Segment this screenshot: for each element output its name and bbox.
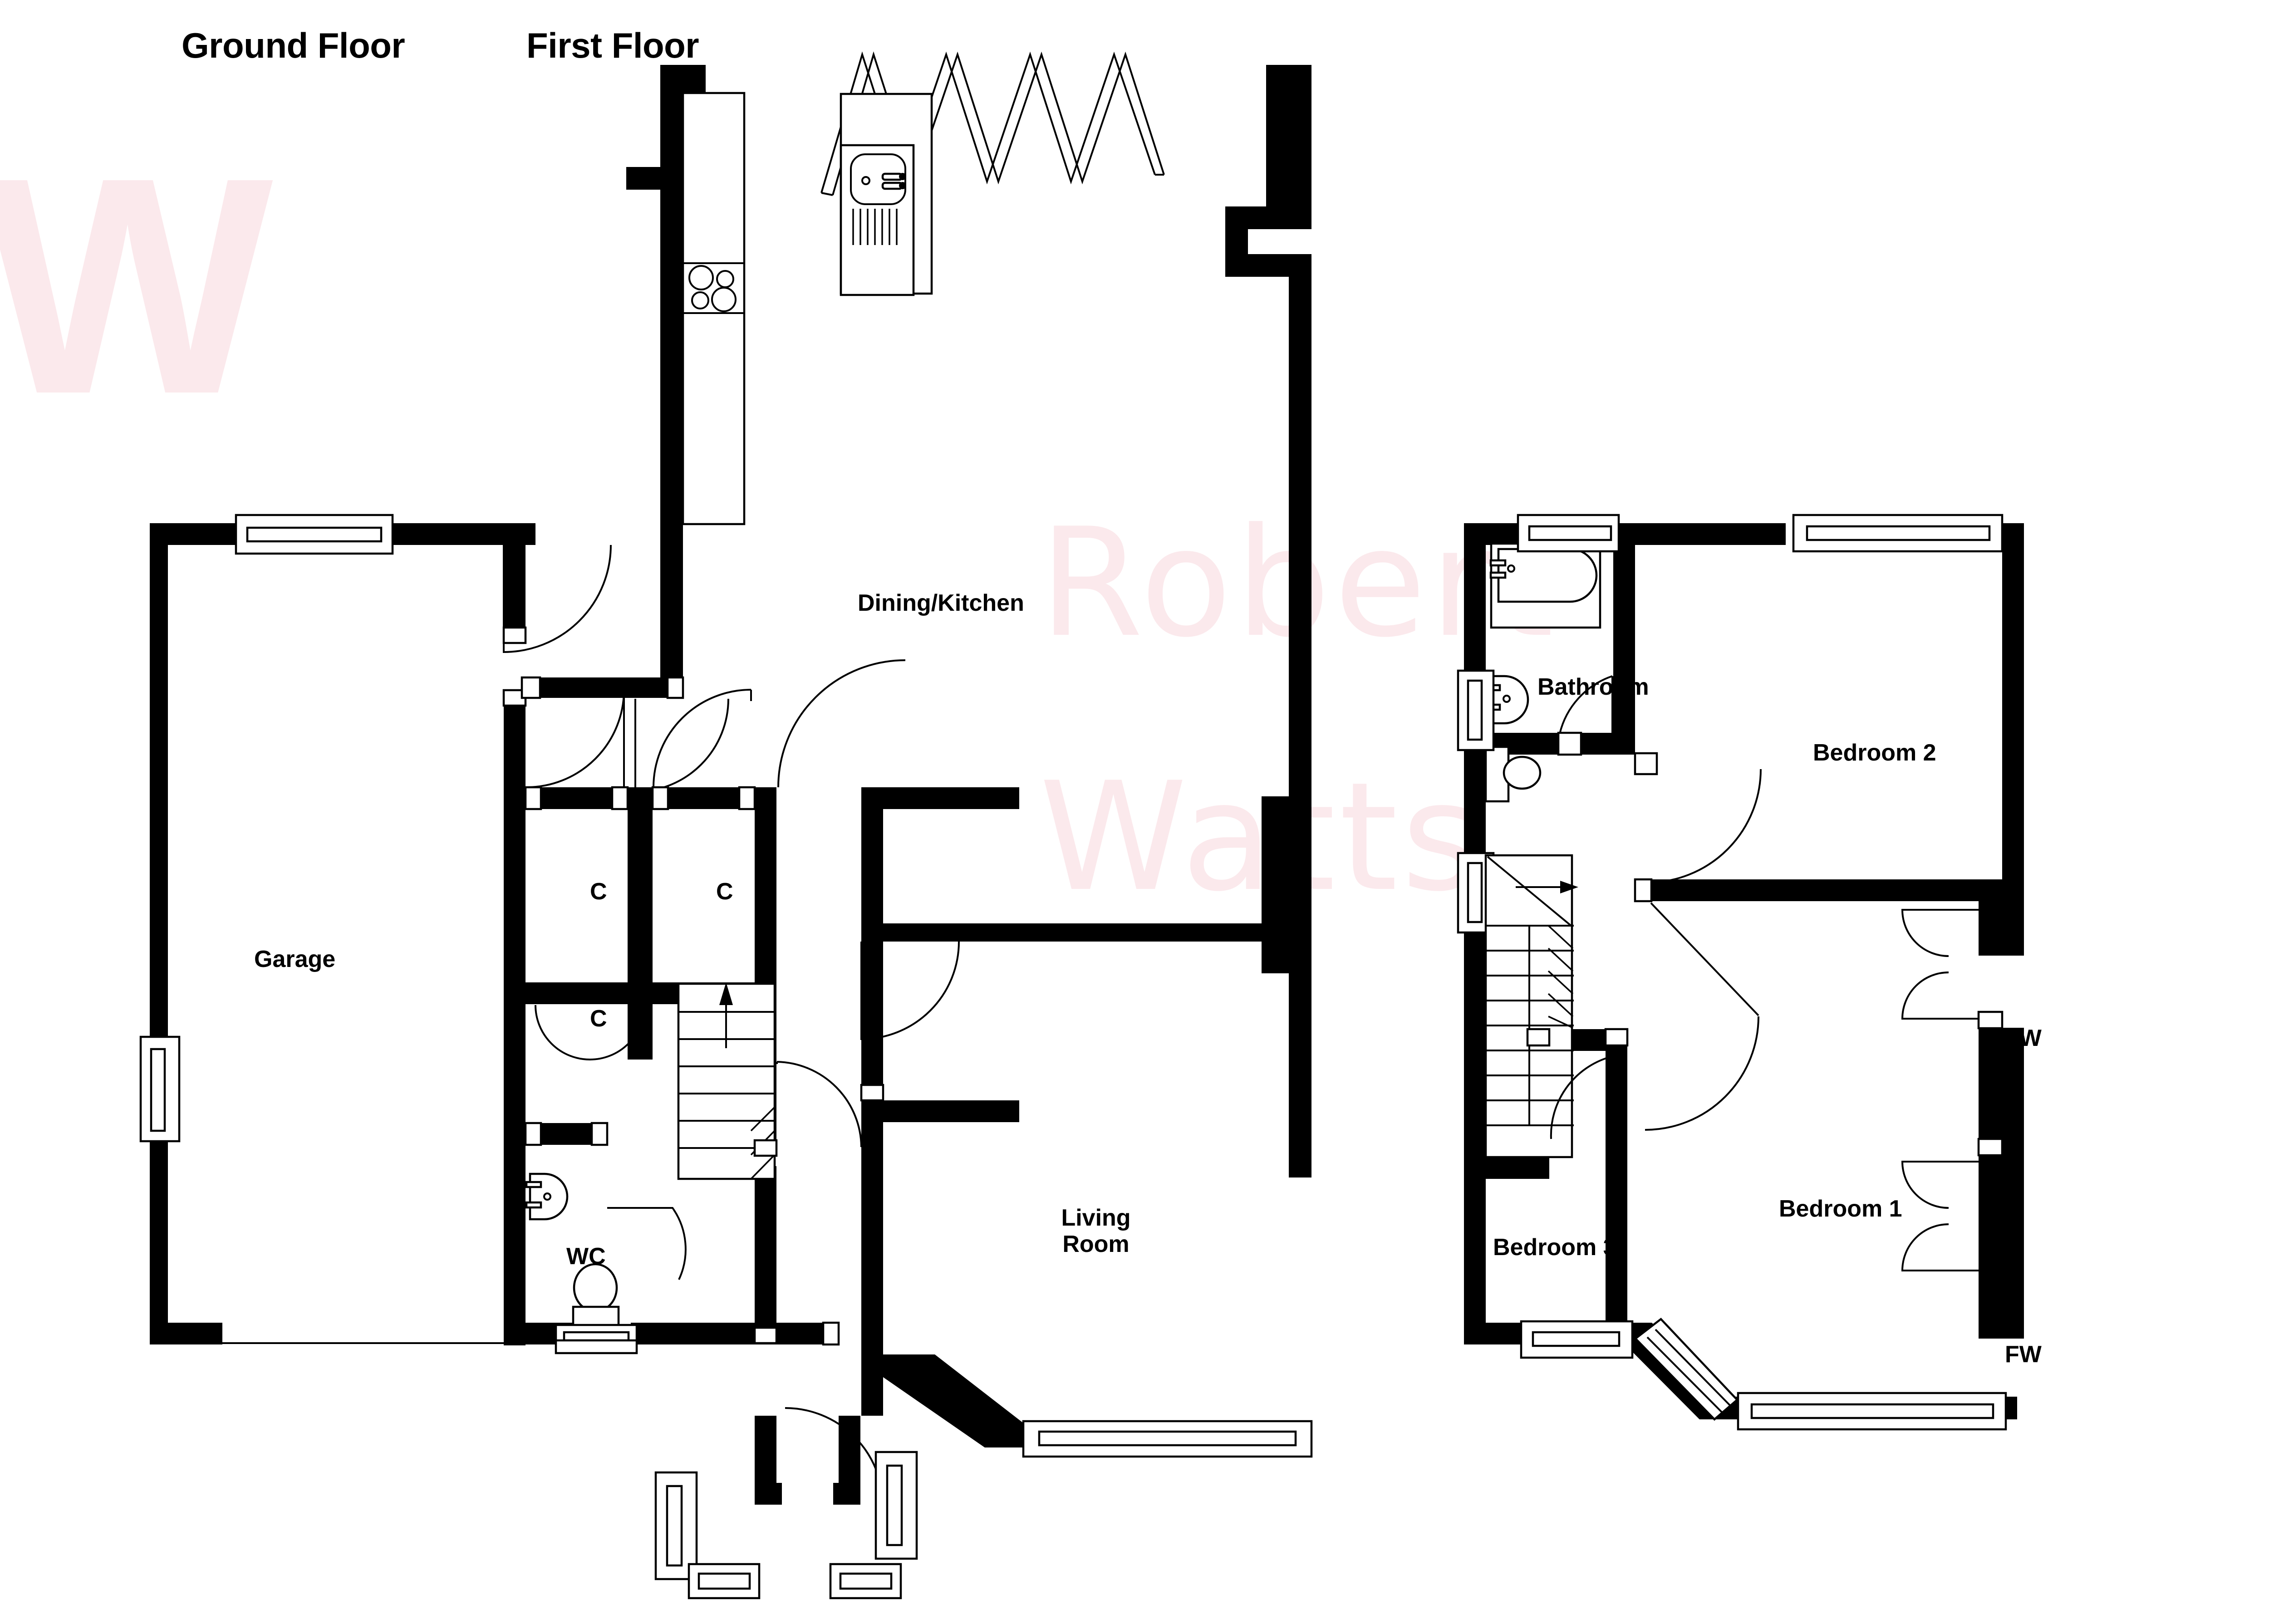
bedroom-2-door[interactable] — [1647, 769, 1762, 883]
porch-sill-right — [829, 1563, 902, 1599]
room-label-cupboard-2: C — [716, 878, 733, 905]
room-label-living-room: Living Room — [1039, 1205, 1153, 1257]
wc-door[interactable] — [607, 1207, 687, 1280]
bathtub — [1489, 542, 1601, 629]
bathroom-window — [1517, 514, 1620, 553]
room-label-garage: Garage — [254, 946, 336, 972]
wc-toilet — [555, 1263, 638, 1354]
living-room-door[interactable] — [860, 941, 960, 1040]
door-thresholds-first — [1526, 731, 2004, 1157]
room-label-fitted-wardrobe-2: FW — [2005, 1341, 2042, 1368]
bedroom-2-window — [1792, 514, 2004, 553]
wc-wash-basin — [525, 1173, 569, 1221]
ground-floor-group — [139, 51, 1313, 1599]
door-thresholds-ground — [502, 626, 884, 1346]
room-label-cupboard-1: C — [590, 878, 607, 905]
room-label-living-room-line1: Living — [1061, 1205, 1131, 1231]
kitchen-sink-island — [840, 93, 933, 296]
bedroom-1-window — [1737, 1392, 2007, 1431]
staircase-first — [1484, 854, 1578, 1158]
room-label-bedroom-2: Bedroom 2 — [1813, 740, 1936, 766]
understairs-door[interactable] — [776, 1061, 862, 1148]
garage-side-window — [139, 1035, 181, 1143]
fitted-wardrobe-1-doors[interactable] — [1901, 909, 1990, 1020]
kitchen-hob — [682, 92, 746, 525]
porch-window-right — [874, 1451, 918, 1560]
hall-upper-door[interactable] — [777, 659, 906, 788]
landing-window — [1457, 669, 1495, 751]
ground-floor-title: Ground Floor — [182, 25, 405, 65]
first-floor-title: First Floor — [526, 25, 699, 65]
room-label-wc: WC — [566, 1243, 606, 1270]
room-label-bathroom: Bathroom — [1537, 674, 1649, 700]
first-floor-walls — [1464, 523, 2024, 1419]
garage-window — [235, 514, 394, 555]
fitted-wardrobe-2-doors[interactable] — [1901, 1161, 1990, 1271]
first-floor-group — [1457, 514, 2024, 1431]
porch-window-left — [654, 1471, 698, 1580]
bedroom-3-door[interactable] — [1550, 1056, 1610, 1139]
room-label-fitted-wardrobe-1: FW — [2005, 1025, 2042, 1051]
bedroom-1-door[interactable] — [1645, 902, 1759, 1131]
room-label-cupboard-3: C — [590, 1006, 607, 1032]
bathroom-door[interactable] — [1559, 675, 1613, 734]
room-label-bedroom-3: Bedroom 3 — [1493, 1234, 1616, 1261]
hall-kitchen-door[interactable] — [634, 698, 729, 793]
cupboard-door-1[interactable] — [526, 689, 625, 788]
room-label-dining-kitchen: Dining/Kitchen — [858, 590, 1024, 616]
room-label-bedroom-1: Bedroom 1 — [1779, 1196, 1902, 1222]
room-label-living-room-line2: Room — [1062, 1231, 1130, 1258]
cupboard-door-2[interactable] — [653, 689, 752, 788]
porch-sill-left — [688, 1563, 761, 1599]
living-room-window — [1022, 1420, 1313, 1458]
bathroom-toilet — [1484, 746, 1542, 803]
cupboard-door-3-double[interactable] — [535, 1005, 645, 1060]
bedroom-3-window — [1520, 1320, 1634, 1359]
